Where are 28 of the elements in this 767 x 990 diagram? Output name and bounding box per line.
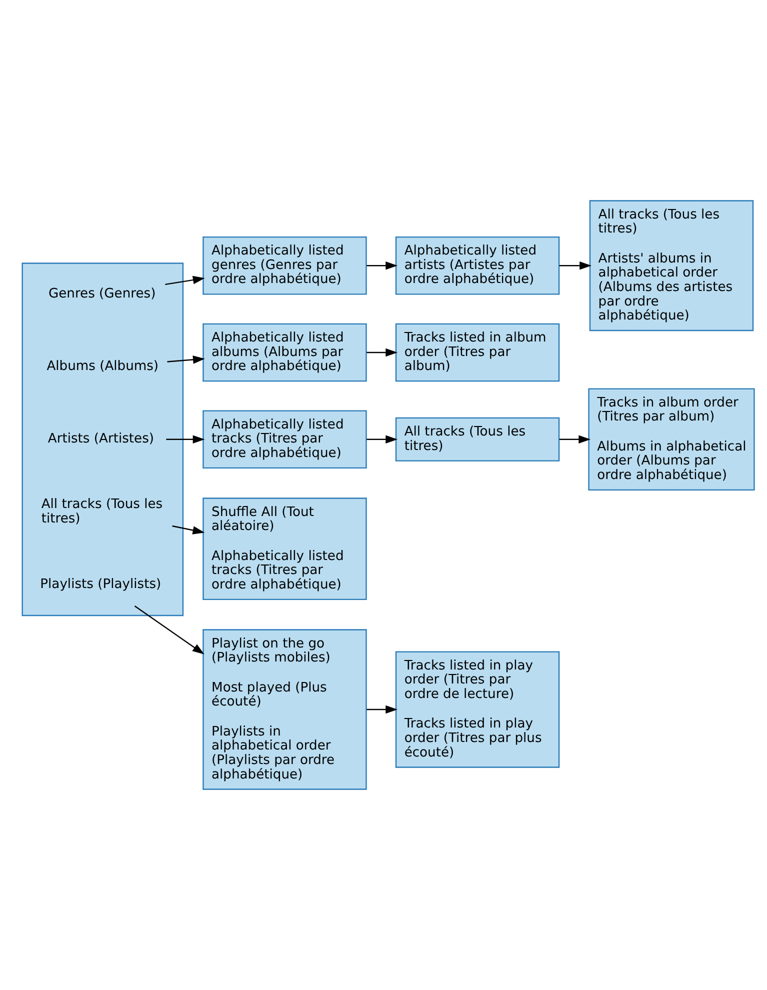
node-text: Genres (Genres) bbox=[48, 286, 156, 302]
arrow bbox=[366, 348, 398, 357]
node-box: Shuffle All (Tout aléatoire) Alphabetically listed tracks (Titres par ordre alphabétique) bbox=[202, 498, 367, 600]
arrow bbox=[134, 606, 204, 654]
node-box: Tracks listed in play order (Titres par ordre de lecture) Tracks listed in play order (Titres par plus écouté) bbox=[395, 651, 560, 768]
node-box: All tracks (Tous les titres) Artists' albums in alphabetical order (Albums des artistes par ordre alphabétique) bbox=[589, 200, 754, 332]
arrow bbox=[559, 261, 592, 270]
node-text: Albums (Albums) bbox=[46, 359, 159, 374]
arrow bbox=[366, 261, 398, 270]
cluster bbox=[22, 262, 184, 616]
node-text: Artists (Artistes) bbox=[48, 432, 154, 447]
node-box: Alphabetically listed albums (Albums par ordre alphabétique) bbox=[202, 323, 367, 382]
arrow bbox=[366, 435, 398, 444]
arrow bbox=[167, 356, 205, 364]
node-text: Playlists (Playlists) bbox=[40, 576, 162, 592]
arrow bbox=[366, 705, 398, 714]
arrow bbox=[165, 276, 205, 286]
node-box: Tracks listed in album order (Titres par album) bbox=[395, 323, 560, 382]
arrow bbox=[166, 435, 205, 444]
node-box: All tracks (Tous les titres) bbox=[395, 417, 560, 462]
node-text: All tracks (Tous les titres) bbox=[41, 497, 163, 526]
node-box: Alphabetically listed artists (Artistes par ordre alphabétique) bbox=[395, 236, 560, 295]
node-box: Playlist on the go (Playlists mobiles) Most played (Plus écouté) Playlists in alphabetical order (Playlists par ordre alphabétique) bbox=[202, 629, 367, 790]
node-box: Tracks in album order (Titres par album) Albums in alphabetical order (Albums par ordre alphabétique) bbox=[588, 388, 755, 491]
node-box: Alphabetically listed tracks (Titres par ordre alphabétique) bbox=[202, 410, 367, 469]
arrow bbox=[559, 435, 591, 444]
arrow bbox=[172, 525, 205, 534]
node-box: Alphabetically listed genres (Genres par ordre alphabétique) bbox=[202, 236, 367, 295]
